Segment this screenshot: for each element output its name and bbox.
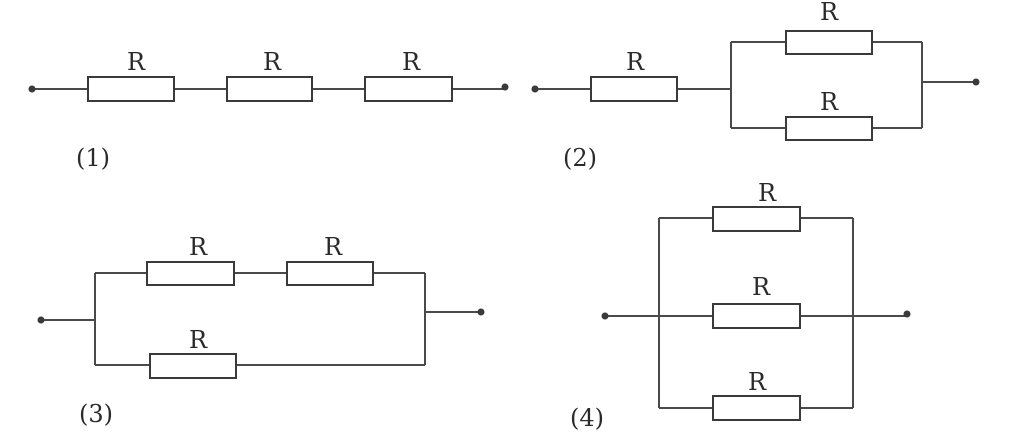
circuit-2-terminal-right [972, 78, 980, 86]
circuit-2-resistor-series [590, 76, 678, 102]
circuit-2-terminal-left [531, 85, 539, 93]
circuit-4-resistor-bottom [712, 395, 801, 421]
circuit-2-label: (2) [563, 144, 597, 172]
circuit-4-resistor-top [712, 206, 801, 232]
circuit-1-resistor-1 [87, 76, 175, 102]
circuit-3-label: (3) [79, 400, 113, 428]
circuit-3-resistor-3 [149, 353, 237, 379]
circuit-3-terminal-left [37, 316, 45, 324]
circuit-1-terminal-right [501, 83, 509, 91]
circuit-4-resistor-middle-label: R [752, 273, 771, 301]
circuit-1-resistor-1-label: R [127, 48, 146, 76]
circuit-2-resistor-series-label: R [626, 48, 645, 76]
circuit-3-wires [41, 272, 481, 366]
circuit-1-resistor-3 [364, 76, 453, 102]
circuit-3-resistor-3-label: R [189, 326, 208, 354]
circuit-2-wires [535, 41, 976, 129]
circuit-4-resistor-middle [712, 303, 801, 329]
circuit-2-resistor-bottom [785, 116, 873, 141]
circuit-1-terminal-left [28, 85, 36, 93]
circuit-1: R R R (1) [28, 48, 509, 172]
circuit-1-resistor-2 [226, 76, 313, 102]
circuit-2-resistor-top [785, 30, 873, 55]
circuit-4: R R R (4) [570, 179, 911, 432]
circuit-2-resistor-bottom-label: R [820, 88, 839, 116]
circuit-1-label: (1) [76, 144, 110, 172]
circuit-3-terminal-right [477, 308, 485, 316]
circuit-1-resistor-2-label: R [263, 48, 282, 76]
circuit-3-resistor-1-label: R [189, 233, 208, 261]
circuit-3-resistor-1 [146, 261, 235, 286]
circuit-4-terminal-right [903, 310, 911, 318]
circuit-1-resistor-3-label: R [402, 48, 421, 76]
circuit-3-resistor-2-label: R [324, 233, 343, 261]
circuit-4-wires [605, 217, 907, 409]
circuit-3-resistor-2 [286, 261, 374, 286]
circuit-4-resistor-bottom-label: R [748, 368, 767, 396]
circuit-4-label: (4) [570, 404, 604, 432]
circuit-2-resistor-top-label: R [820, 0, 839, 26]
circuit-4-terminal-left [601, 312, 609, 320]
circuit-2: R R R (2) [531, 0, 980, 172]
circuit-4-resistor-top-label: R [758, 179, 777, 207]
circuit-3: R R R (3) [37, 233, 485, 428]
